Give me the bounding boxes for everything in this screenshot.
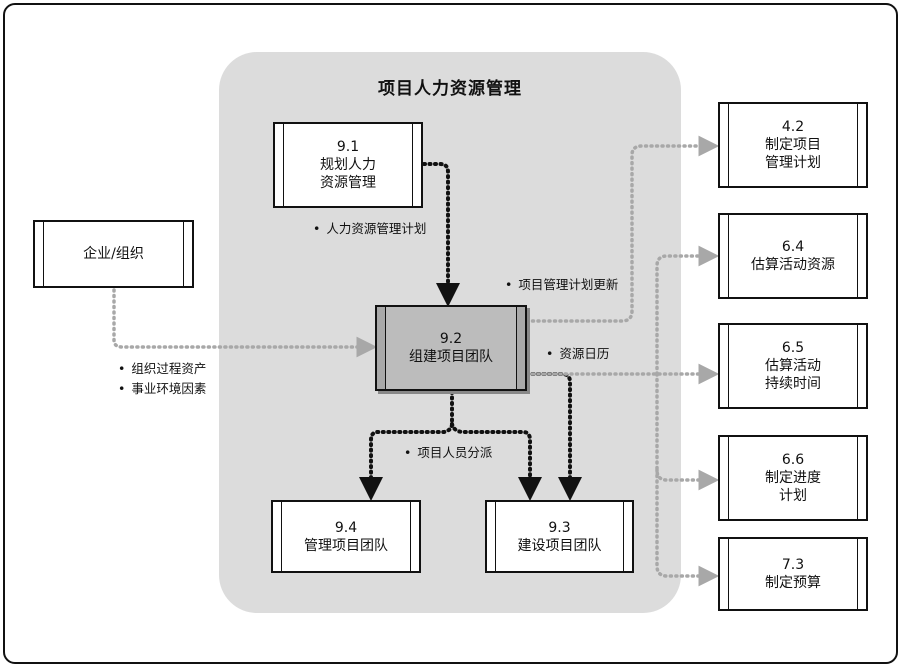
arrow-enterprise-to-92	[112, 288, 378, 358]
arrow-to-66	[655, 372, 720, 491]
enterprise-box[interactable]: 企业/组织	[33, 220, 194, 288]
process-number: 4.2	[781, 119, 805, 135]
flow-label-hr-plan: •人力资源管理计划	[313, 221, 427, 236]
process-name-line1: 组建项目团队	[409, 349, 493, 365]
process-name-line1: 估算活动	[765, 358, 821, 374]
flow-label-pm-plan-updates: •项目管理计划更新	[505, 277, 619, 292]
process-6-6-box[interactable]: 6.6 制定进度 计划	[718, 435, 868, 521]
process-name-line2: 资源管理	[320, 175, 376, 191]
process-name-line2: 管理计划	[765, 155, 821, 171]
process-7-3-box[interactable]: 7.3 制定预算	[718, 537, 868, 611]
process-9-3-box[interactable]: 9.3 建设项目团队	[485, 500, 634, 573]
process-9-2-box[interactable]: 9.2 组建项目团队	[375, 305, 527, 391]
arrow-92-to-42	[525, 135, 720, 323]
process-9-4-box[interactable]: 9.4 管理项目团队	[271, 500, 421, 573]
process-name-line1: 制定预算	[765, 575, 821, 591]
flow-label-eef: •事业环境因素	[118, 381, 207, 396]
arrow-to-64	[655, 245, 720, 376]
process-name-line1: 管理项目团队	[304, 537, 388, 554]
process-name-line1: 规划人力	[320, 157, 376, 173]
region-title: 项目人力资源管理	[378, 79, 522, 99]
enterprise-label: 企业/组织	[83, 246, 144, 262]
process-number: 6.6	[781, 452, 805, 468]
process-6-5-box[interactable]: 6.5 估算活动 持续时间	[718, 323, 868, 409]
process-4-2-box[interactable]: 4.2 制定项目 管理计划	[718, 102, 868, 188]
flow-label-staff-assignments: •项目人员分派	[404, 445, 493, 460]
process-9-1-box[interactable]: 9.1 规划人力 资源管理	[273, 122, 423, 208]
process-6-4-box[interactable]: 6.4 估算活动资源	[718, 213, 868, 299]
arrow-92-to-93b	[525, 372, 582, 501]
arrow-92-to-93a	[450, 422, 542, 501]
process-number: 9.3	[548, 519, 571, 536]
process-number: 9.1	[336, 139, 360, 155]
process-number: 9.2	[439, 331, 463, 347]
process-name-line1: 制定项目	[765, 137, 821, 153]
process-number: 7.3	[781, 557, 805, 573]
process-name-line1: 建设项目团队	[517, 537, 602, 554]
flow-label-resource-calendar: •资源日历	[546, 346, 610, 361]
process-number: 9.4	[334, 519, 358, 536]
process-name-line2: 持续时间	[765, 376, 821, 392]
arrow-to-73	[655, 468, 720, 587]
process-name-line2: 计划	[779, 488, 807, 504]
process-name-line1: 估算活动资源	[751, 257, 835, 273]
flow-label-opa: •组织过程资产	[118, 361, 207, 376]
process-number: 6.5	[781, 340, 805, 356]
arrow-91-to-92	[422, 162, 460, 307]
process-name-line1: 制定进度	[765, 470, 821, 486]
process-number: 6.4	[781, 239, 805, 255]
